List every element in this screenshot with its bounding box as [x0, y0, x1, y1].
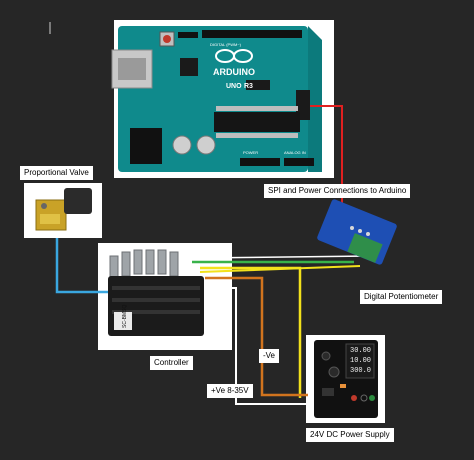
controller-image: SC-BMSQ [108, 249, 204, 336]
valve-signal-wire [55, 238, 108, 294]
analog-header [284, 158, 314, 166]
capacitor [196, 135, 216, 155]
yellow-wire-to-pot [199, 265, 361, 273]
negative-label: -Ve [259, 349, 280, 363]
arduino-model-text: UNO [226, 83, 242, 90]
digital-header-label: DIGITAL (PWM~) [210, 42, 242, 47]
power-header [240, 158, 280, 166]
digipot-image [317, 199, 397, 265]
psu-voltage-readout: 30.00 [350, 347, 371, 355]
digipot-label: Digital Potentiometer [360, 290, 443, 304]
controller-label: Controller [150, 356, 193, 370]
spi-label: SPI and Power Connections to Arduino [264, 184, 411, 198]
negative-wire [205, 276, 308, 397]
dc-jack [130, 128, 162, 164]
analog-header-label: ANALOG IN [284, 150, 306, 155]
power-header-label: POWER [243, 150, 258, 155]
psu-current-readout: 10.00 [350, 357, 371, 365]
capacitor [172, 135, 192, 155]
controller-tag: SC-BMSQ [122, 305, 128, 328]
spi-wire [310, 105, 343, 212]
digital-header [202, 30, 302, 38]
psu-power-readout: 300.0 [350, 367, 371, 375]
psu-label: 24V DC Power Supply [306, 428, 394, 442]
positive-wire [215, 287, 308, 405]
valve-image [35, 188, 92, 231]
atmega-chip [214, 112, 300, 132]
psu-image: 30.00 10.00 300.0 [314, 340, 378, 418]
arduino-board: ARDUINO UNO R3 DIGITAL (PWM~) POWER ANAL… [111, 26, 322, 172]
arduino-brand-text: ARDUINO [213, 67, 255, 77]
arduino-rev-text: R3 [244, 83, 253, 90]
valve-label: Proportional Valve [20, 166, 93, 180]
white-wire-to-pot [194, 255, 371, 259]
positive-label: +Ve 8-35V [207, 384, 253, 398]
